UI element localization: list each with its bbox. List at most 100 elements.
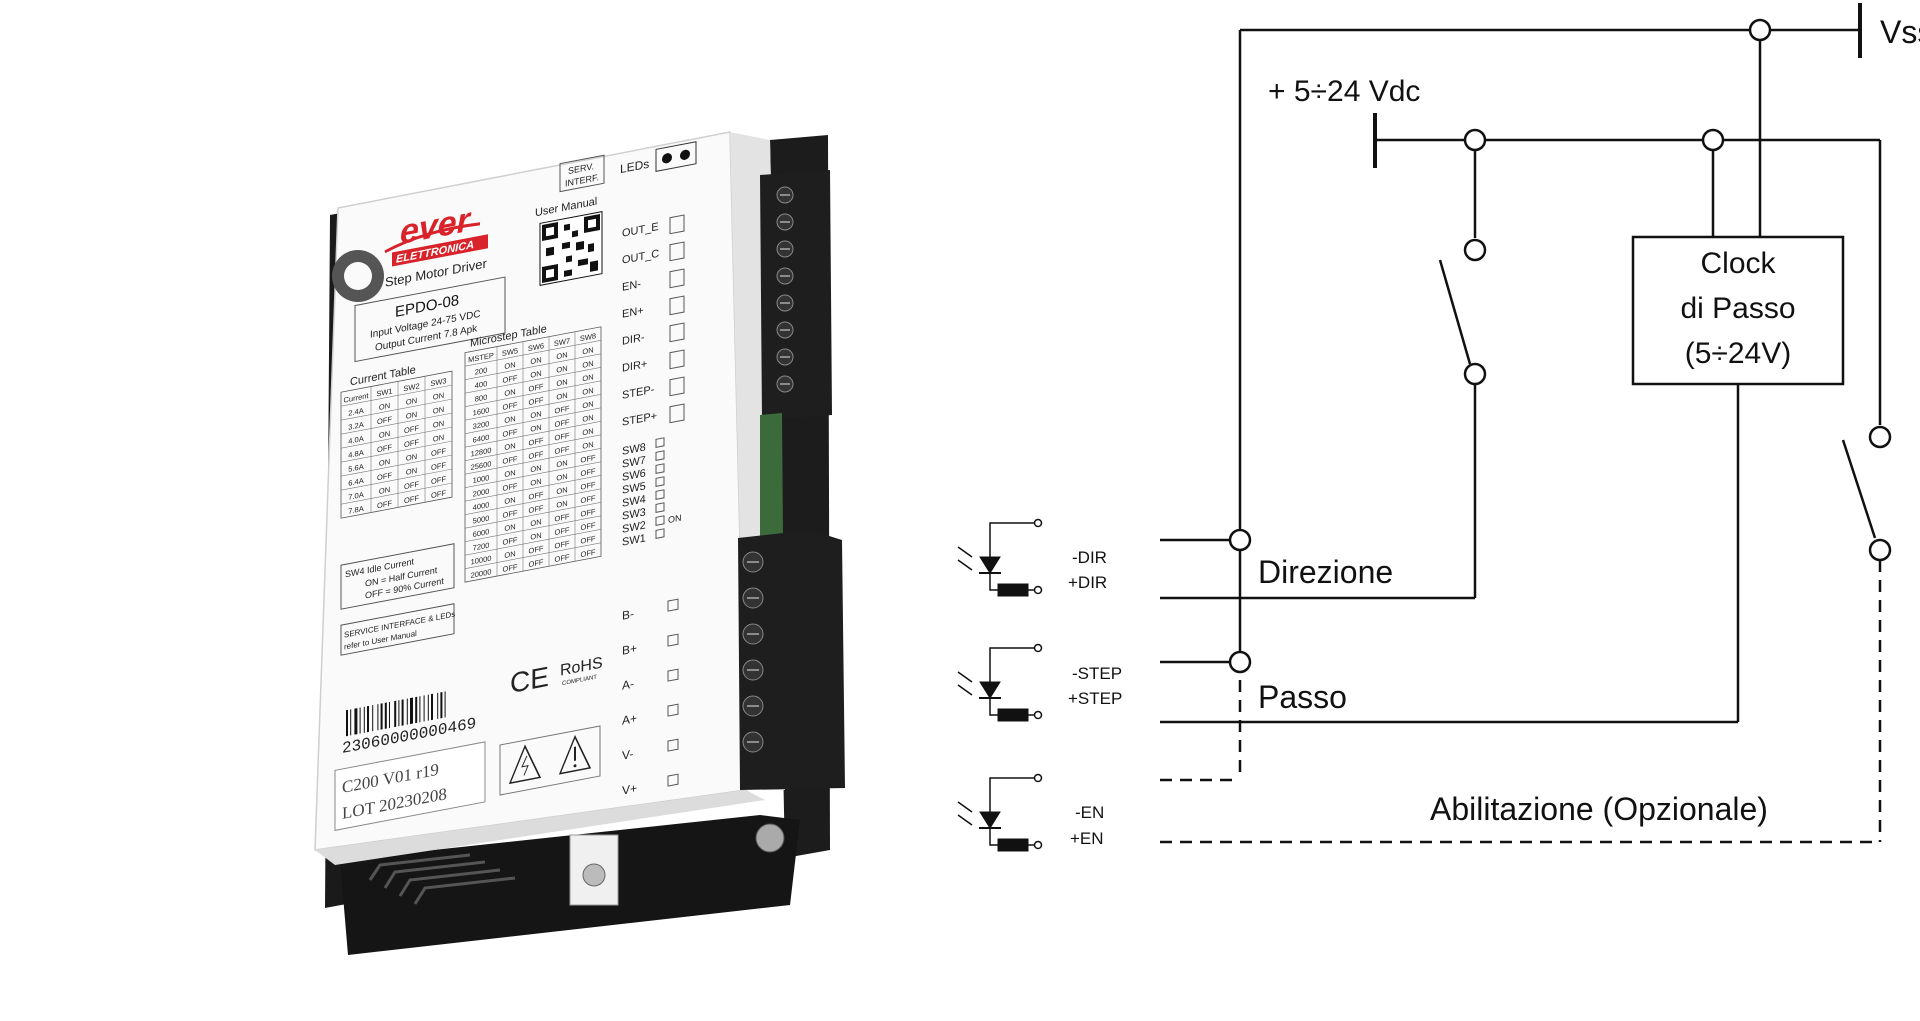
opto-terminal <box>1033 840 1043 850</box>
microstep-table-cell: ON <box>504 414 515 425</box>
heatsink-fins <box>368 853 516 905</box>
microstep-table-cell: OFF <box>529 395 544 407</box>
microstep-table-cell: OFF <box>581 480 596 492</box>
passo-label: Passo <box>1258 679 1347 715</box>
microstep-table-cell: OFF <box>503 454 518 466</box>
opto-wire <box>989 828 998 846</box>
microstep-table-cell: OFF <box>503 481 518 493</box>
terminal-label-top: DIR+ <box>622 358 647 375</box>
terminal-port-bottom <box>667 598 679 612</box>
microstep-table-cell: ON <box>530 423 541 434</box>
opto-wire <box>989 698 998 716</box>
barcode-bar <box>410 697 413 725</box>
step-plus-label: +STEP <box>1068 689 1122 708</box>
clock-label-2: di Passo <box>1680 292 1795 325</box>
current-table-row-line <box>341 440 452 463</box>
current-table-row-line <box>341 426 452 449</box>
microstep-table-cell: OFF <box>555 539 570 551</box>
barcode-bar <box>437 692 439 719</box>
barcode-bar <box>377 704 379 731</box>
en-minus-label: -EN <box>1075 803 1104 822</box>
microstep-table-cell: ON <box>530 409 541 420</box>
idle-note-box <box>340 543 455 610</box>
microstep-table-cell: OFF <box>581 466 596 478</box>
terminal-label-bottom: A+ <box>622 711 637 728</box>
opto-terminal <box>1033 643 1043 653</box>
microstep-table-cell: ON <box>504 387 515 398</box>
opto-diode-icon <box>979 681 1001 699</box>
barcode-bar <box>367 705 369 733</box>
microstep-table-cell: ON <box>582 426 593 437</box>
terminal-port-bottom <box>667 738 679 752</box>
device-photo: ever ELETTRONICA Step Motor Driver EPDO-… <box>314 131 845 955</box>
current-table-cell: OFF <box>404 423 419 435</box>
switch-label: SW5 <box>622 480 646 496</box>
microstep-table-cell: ON <box>556 458 567 469</box>
switch-slot <box>655 476 665 487</box>
microstep-table-row-line <box>465 353 601 380</box>
microstep-table-row-line <box>465 461 601 488</box>
barcode-bar <box>440 691 443 719</box>
microstep-table-cell: OFF <box>555 444 570 456</box>
lot-box <box>334 741 486 831</box>
warning-icon <box>558 734 592 775</box>
dir-plus-label: +DIR <box>1068 573 1107 592</box>
opto-diode-icon <box>979 811 1001 829</box>
dir-switch-contact-top <box>1463 238 1487 262</box>
current-table-cell: ON <box>433 433 444 444</box>
barcode-bar <box>423 695 425 722</box>
barcode-bar <box>359 707 361 734</box>
microstep-table-row-line <box>465 407 601 434</box>
current-table-cell: ON <box>406 410 417 421</box>
opto-terminal <box>1033 773 1043 783</box>
microstep-table-cell: ON <box>504 549 515 560</box>
optocoupler-inputs <box>957 518 1043 852</box>
current-table-cell: OFF <box>404 493 419 505</box>
dir-switch-node-top <box>1463 128 1487 152</box>
current-table-cell: 4.8A <box>348 448 364 460</box>
terminal-port-top <box>669 403 685 424</box>
barcode-bar <box>372 705 374 732</box>
microstep-table-cell: 3200 <box>473 419 490 431</box>
electric-hazard-icon <box>508 744 542 785</box>
current-table-cell: 7.0A <box>348 490 364 502</box>
microstep-table-cell: ON <box>582 345 593 356</box>
microstep-table-cell: 4000 <box>473 500 490 512</box>
current-table-cell: OFF <box>404 437 419 449</box>
device-bottom-face <box>315 790 765 865</box>
opto-resistor-icon <box>997 838 1029 852</box>
leds-label: LEDs <box>620 157 649 176</box>
opto-wire <box>989 777 1035 813</box>
barcode <box>346 691 446 737</box>
switch-slot <box>655 528 665 539</box>
microstep-table-cell: OFF <box>503 427 518 439</box>
warning-icons <box>499 725 601 796</box>
barcode-bar <box>363 706 365 733</box>
microstep-table-cell: OFF <box>529 544 544 556</box>
switch-label: SW4 <box>622 493 646 509</box>
barcode-bar <box>427 694 429 721</box>
microstep-table-row-line <box>465 421 601 448</box>
schematic-labels: Vss + 5÷24 Vdc Clock di Passo (5÷24V) Di… <box>1068 14 1920 848</box>
microstep-table-cell: 6000 <box>473 527 490 539</box>
microstep-table-cell: OFF <box>555 417 570 429</box>
switch-slot <box>655 463 665 474</box>
microstep-table-cell: OFF <box>555 552 570 564</box>
opto-light-arrow <box>957 814 973 826</box>
microstep-table-row-line <box>465 488 601 515</box>
current-table-row-line <box>341 412 452 435</box>
current-table-row-line <box>341 454 452 477</box>
opto-resistor-icon <box>997 708 1029 722</box>
brand-gear-icon-inner <box>344 262 372 290</box>
dir-switch-contact-bottom <box>1463 362 1487 386</box>
opto-light-arrow <box>957 559 973 571</box>
microstep-table-cell: ON <box>582 440 593 451</box>
barcode-bar <box>384 702 387 729</box>
current-table-cell: OFF <box>404 479 419 491</box>
brand-swoosh <box>384 222 481 254</box>
current-table-cell: 6.4A <box>348 476 364 488</box>
dir-minus-label: -DIR <box>1072 548 1107 567</box>
microstep-table-row-line <box>465 380 601 407</box>
